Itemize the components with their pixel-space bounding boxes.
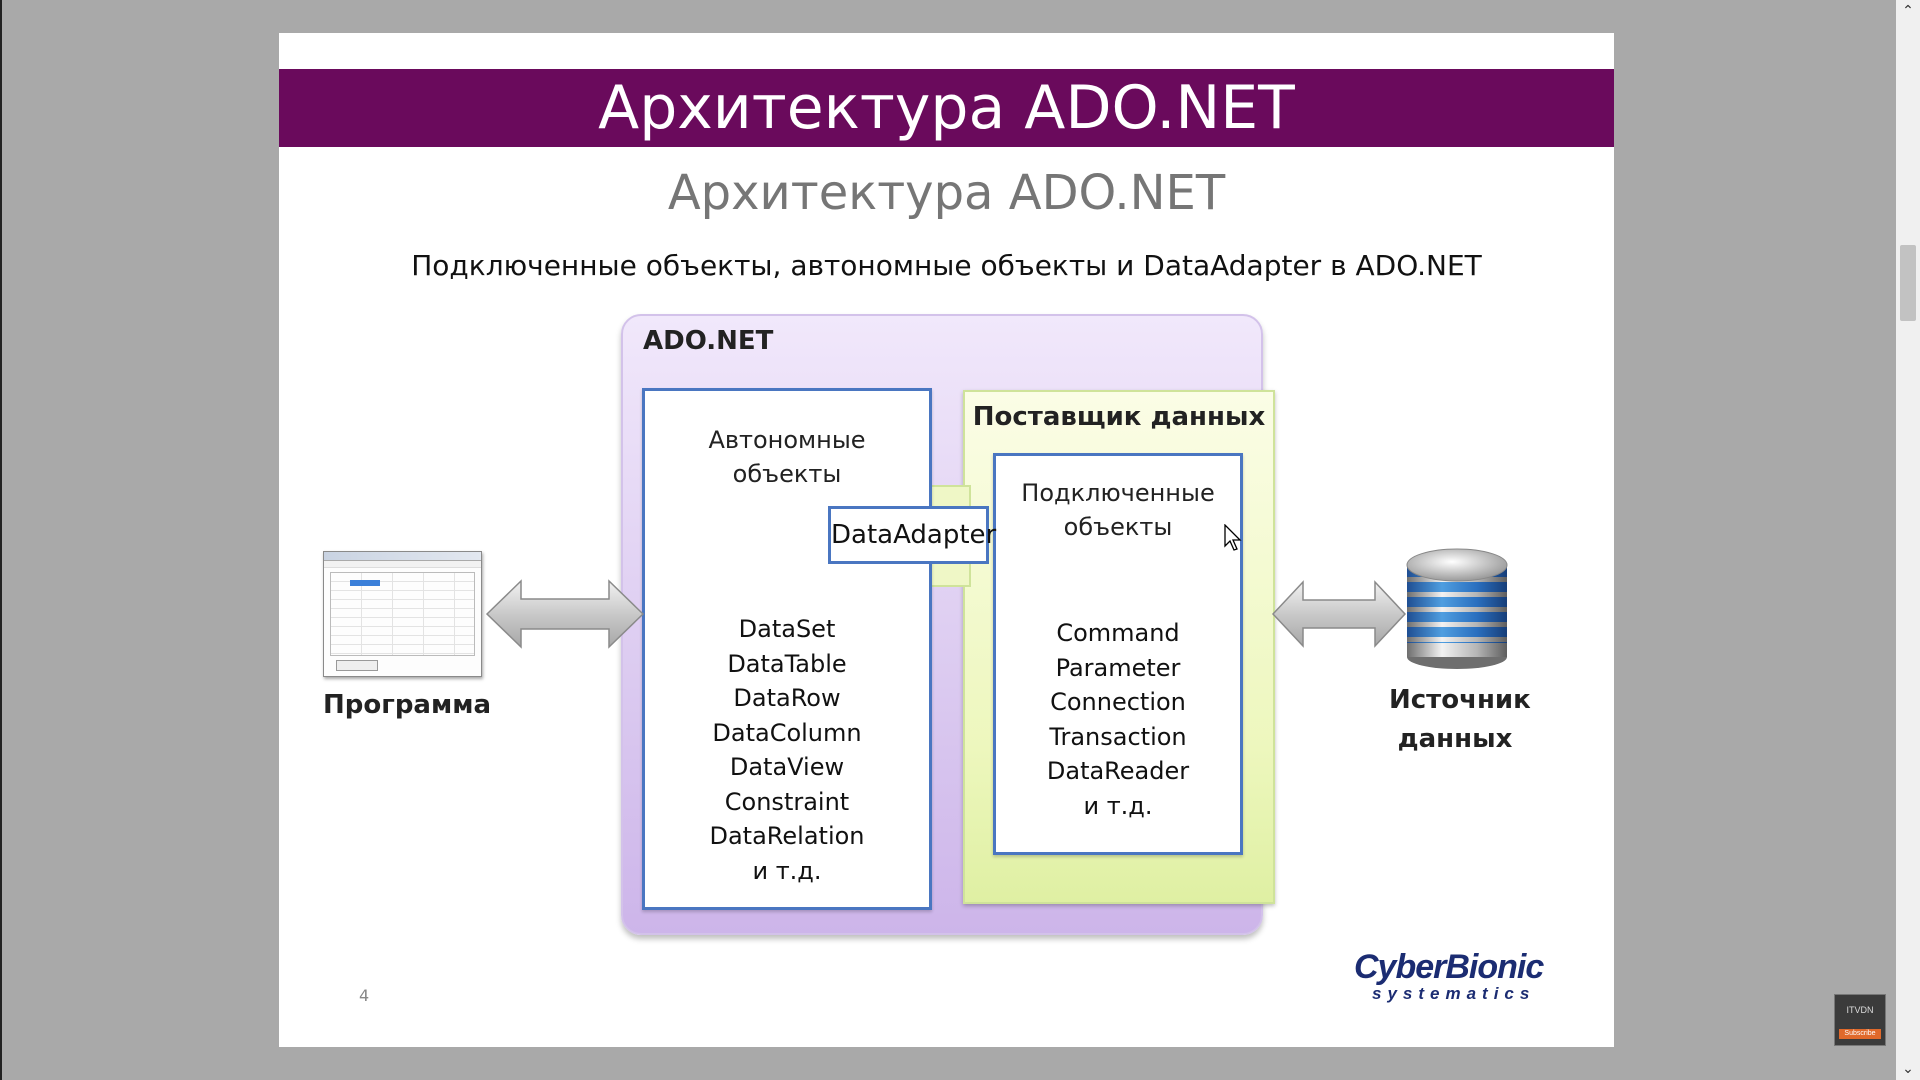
disconnected-objects-list: DataSet DataTable DataRow DataColumn Dat… [645, 612, 929, 888]
list-item: DataColumn [712, 718, 862, 747]
connected-objects-box: Подключенные объекты Command Parameter C… [993, 453, 1243, 855]
data-adapter-box: DataAdapter [828, 506, 996, 564]
thumbnail-selected-row [350, 580, 380, 586]
slide-caption: Подключенные объекты, автономные объекты… [411, 249, 1482, 282]
disconnected-objects-box: Автономные объекты DataSet DataTable Dat… [642, 388, 932, 910]
data-provider-label: Поставщик данных [972, 402, 1266, 432]
subscribe-button[interactable]: Subscribe [1839, 1029, 1881, 1039]
presentation-slide: Архитектура ADO.NET Архитектура ADO.NET … [279, 33, 1614, 1047]
list-item: и т.д. [1083, 791, 1153, 820]
database-icon [1406, 548, 1508, 669]
program-label: Программа [323, 690, 492, 720]
vertical-scrollbar[interactable]: ⌃ ⌄ [1896, 0, 1920, 1080]
scroll-up-icon[interactable]: ⌃ [1902, 3, 1914, 19]
list-item: DataTable [727, 649, 847, 678]
list-item: DataView [729, 753, 845, 781]
double-arrow-icon [485, 579, 645, 649]
slide-title: Архитектура ADO.NET [598, 73, 1295, 143]
heading-line: объекты [732, 460, 842, 488]
heading-line: Подключенные [1021, 479, 1215, 507]
list-item: Parameter [1055, 653, 1181, 682]
list-item: Command [1056, 619, 1180, 647]
slide-subtitle: Архитектура ADO.NET [667, 165, 1226, 221]
list-item: Connection [1050, 688, 1186, 716]
list-item: DataRow [733, 684, 841, 712]
label-line: данных [1397, 724, 1513, 754]
mouse-cursor-icon [1224, 524, 1242, 551]
title-bar: Архитектура ADO.NET [279, 69, 1614, 147]
scroll-down-icon[interactable]: ⌄ [1902, 1061, 1914, 1077]
heading-line: объекты [1063, 513, 1173, 541]
heading-line: Автономные [708, 426, 866, 454]
connected-objects-list: Command Parameter Connection Transaction… [996, 616, 1240, 823]
logo-text: CyberBionic [1354, 948, 1544, 986]
itvdn-subscribe-badge[interactable]: ITVDN Subscribe [1834, 994, 1886, 1046]
thumbnail-button [336, 660, 378, 671]
ado-net-label: ADO.NET [643, 326, 774, 356]
thumbnail-menubar [324, 561, 481, 568]
list-item: Transaction [1049, 722, 1187, 751]
label-line: Источник [1389, 685, 1531, 715]
list-item: DataRelation [709, 822, 865, 850]
thumbnail-grid [330, 572, 475, 656]
connected-objects-heading: Подключенные объекты [996, 476, 1240, 544]
window-edge [0, 0, 2, 1080]
list-item: Constraint [724, 787, 850, 816]
disconnected-objects-heading: Автономные объекты [645, 423, 929, 491]
double-arrow-icon [1271, 580, 1407, 648]
list-item: DataSet [738, 615, 836, 643]
itvdn-logo: ITVDN [1846, 1005, 1874, 1015]
slide-page-number: 4 [359, 986, 370, 1005]
cyberbionic-logo: CyberBionic systematics [1354, 949, 1564, 1003]
list-item: DataReader [1046, 757, 1190, 785]
program-window-thumbnail [323, 551, 482, 677]
thumbnail-titlebar [324, 552, 481, 561]
data-source-label: Источник данных [1389, 681, 1531, 759]
list-item: и т.д. [752, 856, 822, 885]
logo-subtext: systematics [1372, 984, 1536, 1003]
scroll-thumb[interactable] [1900, 245, 1916, 321]
